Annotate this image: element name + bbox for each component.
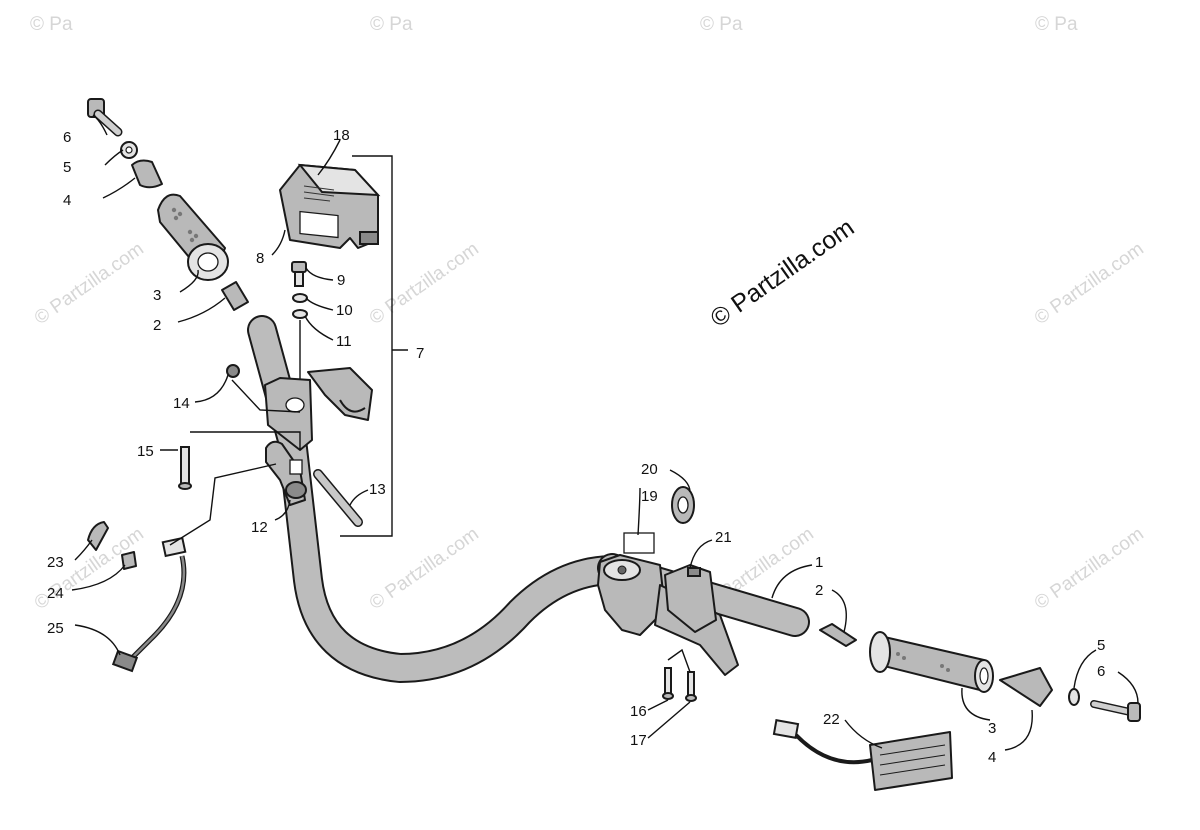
callout-label: 2 [815, 582, 823, 599]
end-cap [131, 159, 163, 189]
callout-label: 18 [333, 127, 350, 144]
callout-label: 3 [988, 720, 996, 737]
callout-label: 2 [153, 317, 161, 334]
screw-9 [291, 261, 307, 273]
callout-label: 11 [336, 333, 352, 350]
heater-element [772, 719, 953, 791]
watermark-corner: © Pa [700, 14, 743, 35]
nut-14 [226, 364, 240, 378]
leader-lines [71, 114, 1139, 751]
callout-label: 7 [416, 345, 424, 362]
grip-insert-right [819, 623, 857, 647]
washer-10 [292, 293, 308, 303]
callout-label: 20 [641, 461, 658, 478]
callout-label: 25 [47, 620, 64, 637]
housing-fasteners [291, 261, 308, 400]
callout-label: 6 [63, 129, 71, 146]
callout-label: 17 [630, 732, 647, 749]
callout-label: 3 [153, 287, 161, 304]
grip-right [874, 635, 988, 691]
watermark-text: © Partzilla.com [366, 238, 483, 329]
harness-plug [111, 649, 139, 673]
callout-label: 16 [630, 703, 647, 720]
callout-label: 12 [251, 519, 268, 536]
washer-11 [292, 309, 308, 319]
callout-label: 13 [369, 481, 386, 498]
right-brake-assembly [597, 486, 739, 702]
watermark-text: © Partzilla.com [1031, 523, 1148, 614]
callout-label: 5 [1097, 637, 1105, 654]
callout-label: 14 [173, 395, 190, 412]
callout-label: 4 [63, 192, 71, 209]
watermark-layer: © Pa © Pa © Pa © Pa © Partzilla.com © Pa… [30, 14, 1148, 614]
callout-label: 4 [988, 749, 996, 766]
watermark-text: © Partzilla.com [31, 238, 148, 329]
watermark-corner: © Pa [1035, 14, 1078, 35]
callout-label: 10 [336, 302, 353, 319]
watermark-corner: © Pa [30, 14, 73, 35]
callout-label: 24 [47, 585, 64, 602]
left-harness [87, 521, 187, 673]
callout-label: 1 [815, 554, 823, 571]
callout-label: 9 [337, 272, 345, 289]
small-fasteners-left [178, 364, 363, 527]
left-grip-assembly [87, 98, 249, 311]
callout-label: 5 [63, 159, 71, 176]
grip-insert [221, 281, 249, 311]
callout-label: 19 [641, 488, 658, 505]
screw-15 [180, 446, 190, 486]
screw-20 [664, 667, 672, 697]
end-cap-right [999, 667, 1053, 707]
end-bolt-right [1127, 702, 1141, 722]
watermark-text: © Partzilla.com [366, 523, 483, 614]
callout-label: 21 [715, 529, 732, 546]
callout-label: 15 [137, 443, 154, 460]
watermark-main: © Partzilla.com [705, 213, 859, 333]
seal-24 [121, 551, 137, 570]
throttle-lever [265, 440, 307, 506]
callout-labels: 6 5 4 3 2 18 8 9 10 11 7 14 15 13 12 23 … [47, 127, 1105, 766]
washer-right [1068, 688, 1080, 706]
callout-label: 22 [823, 711, 840, 728]
callout-label: 8 [256, 250, 264, 267]
throttle-decal [299, 210, 339, 239]
callout-label: 23 [47, 554, 64, 571]
watermark-corner: © Pa [370, 14, 413, 35]
decal-17 [623, 532, 655, 554]
connector [161, 536, 187, 558]
callout-label: 6 [1097, 663, 1105, 680]
throttle-housing [279, 163, 381, 249]
watermark-text: © Partzilla.com [1031, 238, 1148, 329]
right-grip-assembly [819, 623, 1141, 722]
cap-23 [87, 521, 109, 551]
